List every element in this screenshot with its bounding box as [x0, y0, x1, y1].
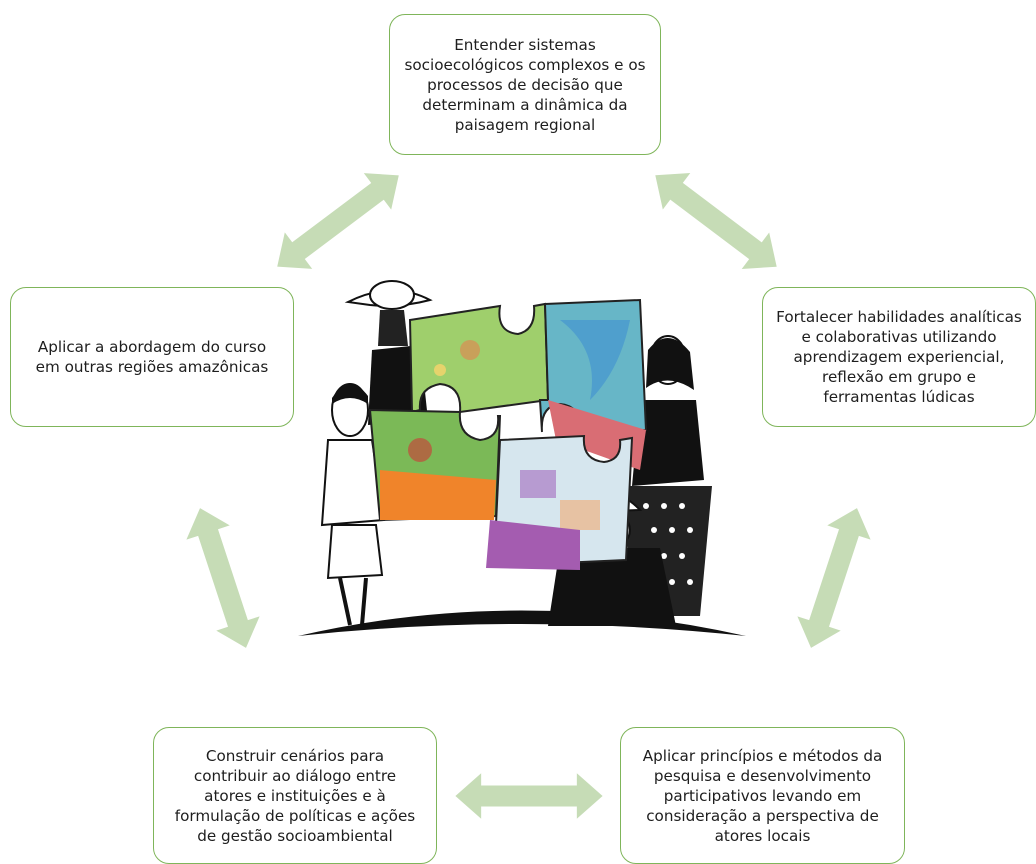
box-top-text: Entender sistemas socioecológicos comple…	[404, 35, 646, 134]
puzzle-piece-purple-bottom	[486, 434, 634, 570]
puzzle-piece-green-top	[408, 302, 550, 414]
box-left-objective: Aplicar a abordagem do curso em outras r…	[10, 287, 294, 427]
box-left-text: Aplicar a abordagem do curso em outras r…	[35, 338, 269, 376]
box-top-objective: Entender sistemas socioecológicos comple…	[389, 14, 661, 155]
ground-arc	[298, 610, 746, 636]
indigenous-figure	[320, 383, 386, 626]
box-bottom-right-text: Aplicar princípios e métodos da pesquisa…	[642, 746, 883, 845]
box-bottom-left-text: Construir cenários para contribuir ao di…	[174, 746, 416, 845]
box-bottom-left-objective: Construir cenários para contribuir ao di…	[153, 727, 437, 864]
woman-figure	[622, 335, 712, 616]
box-right-text: Fortalecer habilidades analíticas e cola…	[776, 308, 1022, 406]
box-right-objective: Fortalecer habilidades analíticas e cola…	[762, 287, 1036, 427]
box-bottom-right-objective: Aplicar princípios e métodos da pesquisa…	[620, 727, 905, 864]
puzzle-piece-orange-left	[368, 408, 502, 522]
